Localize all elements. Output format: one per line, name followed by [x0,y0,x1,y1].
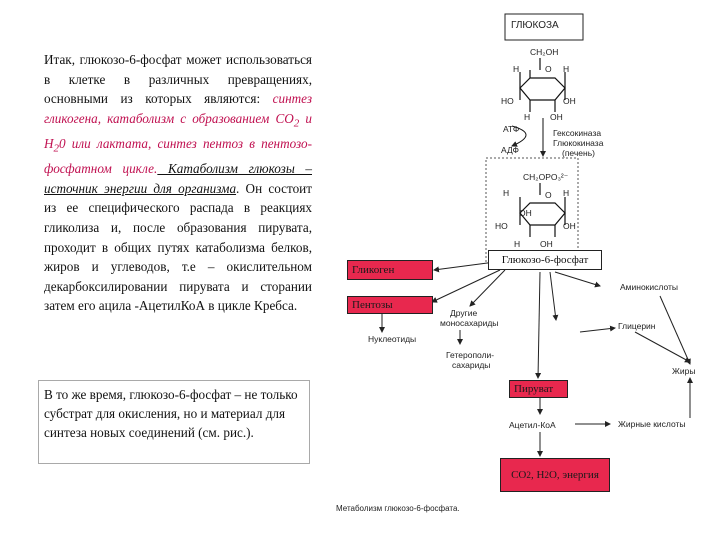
enzyme3-label: (печень) [562,148,595,158]
ring1-h-right: H [563,64,570,74]
enzyme2-label: Глюкокиназа [553,138,604,148]
other-mono-label-2: моносахариды [440,318,499,328]
ring2-o: O [545,190,552,200]
ring2-oh: OH [563,221,576,231]
ch2oh-label: CH₂OH [530,47,559,57]
ring1-ho: HO [501,96,514,106]
main-paragraph: Итак, глюкозо-6-фосфат может использоват… [44,50,312,316]
ring2-h-left: H [503,188,510,198]
glycogen-box: Гликоген [347,260,433,280]
adf-label: АДФ [501,145,519,155]
second-paragraph: В то же время, глюкозо-6-фосфат – не тол… [44,387,298,440]
glucose-label: ГЛЮКОЗА [511,20,559,31]
glucose-box [504,13,584,41]
final-sub2: 2 [544,470,549,480]
highlight-text-c: 0 или лактата, синтез пентоз в пентозо-ф… [44,136,312,177]
fats-label: Жиры [672,366,696,376]
ch2opo3-label: CH₂OPO₃²⁻ [523,172,569,182]
nucleotides-label: Нуклеотиды [368,334,417,344]
ring1-oh-bottom: OH [550,112,563,122]
ring1-h-left: H [513,64,520,74]
fatty-acids-label: Жирные кислоты [618,419,686,429]
ring2-h-right: H [563,188,570,198]
pentoses-box: Пентозы [347,296,433,314]
ring2-oh-bottom: OH [540,239,553,249]
amino-label: Аминокислоты [620,282,678,292]
atf-label: АТФ [503,124,520,134]
pyruvate-box: Пируват [509,380,568,398]
subscript-2a: 2 [293,117,300,130]
g6p-box: Глюкозо-6-фосфат [488,250,602,270]
underlined-text: Катаболизм глюкозы – источник энергии дл… [44,161,312,196]
figure-caption: Метаболизм глюкозо-6-фосфата. [336,504,460,513]
final-end: O, энергия [548,469,599,481]
hetero-label-2: сахариды [452,360,491,370]
final-co: CO [511,469,527,481]
highlight-text-b: и Н [44,110,312,152]
ring1-o: O [545,64,552,74]
second-paragraph-frame [38,380,310,464]
glycerin-label: Глицерин [618,321,656,331]
subscript-2b: 2 [53,142,60,155]
hetero-label-1: Гетерополи- [446,350,495,360]
enzyme1-label: Гексокиназа [553,128,602,138]
ring1-oh: OH [563,96,576,106]
ring1-h-bottom: H [524,112,531,122]
final-sub1: 2 [526,470,531,480]
rest-text: . Он состоит из ее специфического распад… [44,180,312,314]
other-mono-label-1: Другие [450,308,478,318]
ring2-oh-inner: OH [519,208,532,218]
highlight-text-a: синтез гликогена, катаболизм с образован… [44,91,312,126]
ring2-ho: HO [495,221,508,231]
ring2-h-bottom: H [514,239,521,249]
final-mid: , H [530,469,545,481]
glucose-ring [519,58,566,112]
acetyl-label: Ацетил-КоА [509,420,556,430]
g6p-ring [519,183,566,237]
lead-text: Итак, глюкозо-6-фосфат может использоват… [44,52,312,107]
